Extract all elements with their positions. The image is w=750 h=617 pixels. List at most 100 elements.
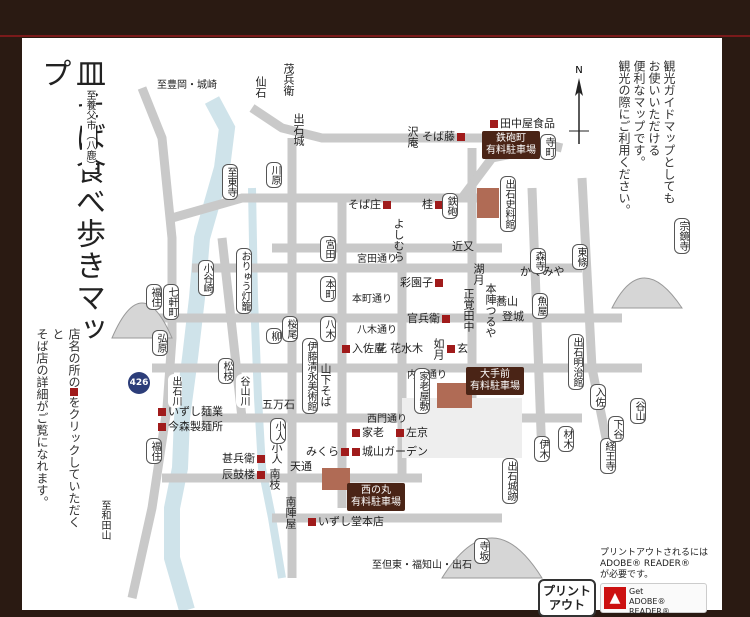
shop-marker[interactable] [490, 120, 498, 128]
shop-name[interactable]: 如月 [432, 338, 445, 360]
shop-name[interactable]: 出石城 [292, 113, 305, 146]
shop-kobito[interactable]: 小人 [270, 442, 283, 464]
shop-marker[interactable] [342, 345, 350, 353]
shop-name[interactable]: 甚兵衛 [222, 452, 255, 465]
shop-marker[interactable] [352, 448, 360, 456]
shop-izushijo[interactable]: 出石城 [292, 113, 305, 146]
adobe-text[interactable]: Get ADOBE® READER® [629, 587, 706, 617]
shop-name[interactable]: 彩園子 [400, 276, 433, 289]
shop-marker[interactable] [257, 455, 265, 463]
shop-sakyo[interactable]: 左京 [396, 424, 428, 440]
parking-teppo[interactable]: 鉄砲町有料駐車場 [482, 131, 540, 159]
shop-name[interactable]: 桂 [422, 198, 433, 211]
shop-shogaku[interactable]: 正覚田中 [462, 288, 475, 332]
shop-tojo[interactable]: 登城 [502, 308, 524, 324]
shop-hana[interactable]: 花 [376, 340, 387, 356]
shop-name[interactable]: 天通 [290, 460, 312, 473]
shop-name[interactable]: 山下そば [319, 363, 332, 407]
shop-name[interactable]: 小人 [270, 442, 283, 464]
shop-marker[interactable] [396, 429, 404, 437]
shop-sobato[interactable]: そば藤 [422, 128, 467, 144]
shop-name[interactable]: 左京 [406, 426, 428, 439]
print-out-button[interactable]: プリント アウト [538, 579, 596, 617]
shop-name[interactable]: 今森製麺所 [168, 420, 223, 433]
shop-saienshi[interactable]: 彩園子 [400, 274, 445, 290]
shop-izushido[interactable]: いずし堂本店 [308, 513, 384, 529]
shop-marker[interactable] [341, 448, 349, 456]
shop-name[interactable]: よしむら [392, 218, 405, 262]
shop-name[interactable]: 玄 [457, 342, 468, 355]
shop-marker[interactable] [158, 423, 166, 431]
shop-kanbee[interactable]: 官兵衛 [407, 310, 452, 326]
shop-izushimengyo[interactable]: いずし麺業 [158, 403, 223, 419]
shop-takuan[interactable]: 沢庵 [406, 126, 419, 148]
shop-marker[interactable] [257, 471, 265, 479]
shop-name[interactable]: 城山ガーデン [362, 445, 428, 458]
shop-karo[interactable]: 家老 [352, 424, 384, 440]
adobe-icon[interactable]: ▲ [604, 587, 626, 609]
shop-tentsu[interactable]: 天通 [290, 458, 312, 474]
shop-name[interactable]: 花 [376, 342, 387, 355]
shop-name[interactable]: 蕎山 [496, 295, 518, 308]
shop-kyozan[interactable]: 蕎山 [496, 293, 518, 309]
shop-gen[interactable]: 玄 [447, 340, 468, 356]
shop-katsura[interactable]: 桂 [422, 196, 445, 212]
shop-sobasho[interactable]: そば庄 [348, 196, 393, 212]
shop-marker[interactable] [383, 201, 391, 209]
shop-marker[interactable] [435, 201, 443, 209]
shop-kogetsu[interactable]: 湖月 [472, 263, 485, 285]
print-button-line[interactable]: アウト [548, 598, 585, 612]
print-button-line[interactable]: プリント [542, 584, 591, 598]
shop-name[interactable]: 官兵衛 [407, 312, 440, 325]
shop-nanshi[interactable]: 南枝 [268, 468, 281, 490]
parking-nishinomaru[interactable]: 西の丸有料駐車場 [347, 483, 405, 511]
shop-name[interactable]: 正覚田中 [462, 288, 475, 332]
shop-name[interactable]: 家老 [362, 426, 384, 439]
shop-marker[interactable] [447, 345, 455, 353]
shop-irusaya[interactable]: 入佐屋 [342, 340, 385, 356]
shop-chikamata[interactable]: 近又 [452, 238, 474, 254]
shop-marker[interactable] [352, 429, 360, 437]
shop-name[interactable]: 本陣つるや [484, 283, 497, 338]
shop-mikura[interactable]: みくら [306, 443, 351, 459]
shop-name[interactable]: 登城 [502, 310, 524, 323]
shop-marker[interactable] [308, 518, 316, 526]
shop-name[interactable]: 田中屋食品 [500, 117, 555, 130]
shop-name[interactable]: 五万石 [262, 398, 295, 411]
shop-mohee[interactable]: 茂兵衛 [282, 63, 295, 96]
shop-hanamizuki[interactable]: 花水木 [390, 340, 423, 356]
parking-ote[interactable]: 大手前有料駐車場 [466, 367, 524, 395]
shop-name[interactable]: いずし麺業 [168, 405, 223, 418]
shop-sengoku[interactable]: 仙石 [254, 76, 267, 98]
shop-name[interactable]: 入佐屋 [352, 342, 385, 355]
shop-imamori[interactable]: 今森製麺所 [158, 418, 223, 434]
shop-shiroyama[interactable]: 城山ガーデン [352, 443, 428, 459]
shop-name[interactable]: みくら [306, 445, 339, 458]
shop-name[interactable]: 花水木 [390, 342, 423, 355]
shop-yoshimura[interactable]: よしむら [392, 218, 405, 262]
shop-jinbee[interactable]: 甚兵衛 [222, 450, 267, 466]
shop-name[interactable]: いずし堂本店 [318, 515, 384, 528]
shop-name[interactable]: 辰鼓楼 [222, 468, 255, 481]
shop-marker[interactable] [435, 279, 443, 287]
shop-marker[interactable] [457, 133, 465, 141]
shop-name[interactable]: 近又 [452, 240, 474, 253]
shop-marker[interactable] [442, 315, 450, 323]
shop-name[interactable]: 南枝 [268, 468, 281, 490]
shop-name[interactable]: 湖月 [472, 263, 485, 285]
adobe-reader[interactable]: ADOBE® READER® [629, 597, 670, 616]
shop-marker[interactable] [158, 408, 166, 416]
shop-name[interactable]: そば藤 [422, 130, 455, 143]
shop-name[interactable]: 南陣屋 [284, 496, 297, 529]
shop-gomangoku[interactable]: 五万石 [262, 396, 295, 412]
shop-name[interactable]: 仙石 [254, 76, 267, 98]
shop-shinkoro[interactable]: 辰鼓楼 [222, 466, 267, 482]
get-adobe-reader-button[interactable]: ▲ Get ADOBE® READER® [600, 583, 707, 616]
shop-tanakaya[interactable]: 田中屋食品 [490, 115, 555, 131]
shop-name[interactable]: 茂兵衛 [282, 63, 295, 96]
adobe-get[interactable]: Get [629, 587, 644, 596]
shop-name[interactable]: そば庄 [348, 198, 381, 211]
shop-tsuruya[interactable]: 本陣つるや [484, 283, 497, 338]
shop-kisaragi[interactable]: 如月 [432, 338, 445, 360]
shop-yamashita[interactable]: 山下そば [319, 363, 332, 407]
